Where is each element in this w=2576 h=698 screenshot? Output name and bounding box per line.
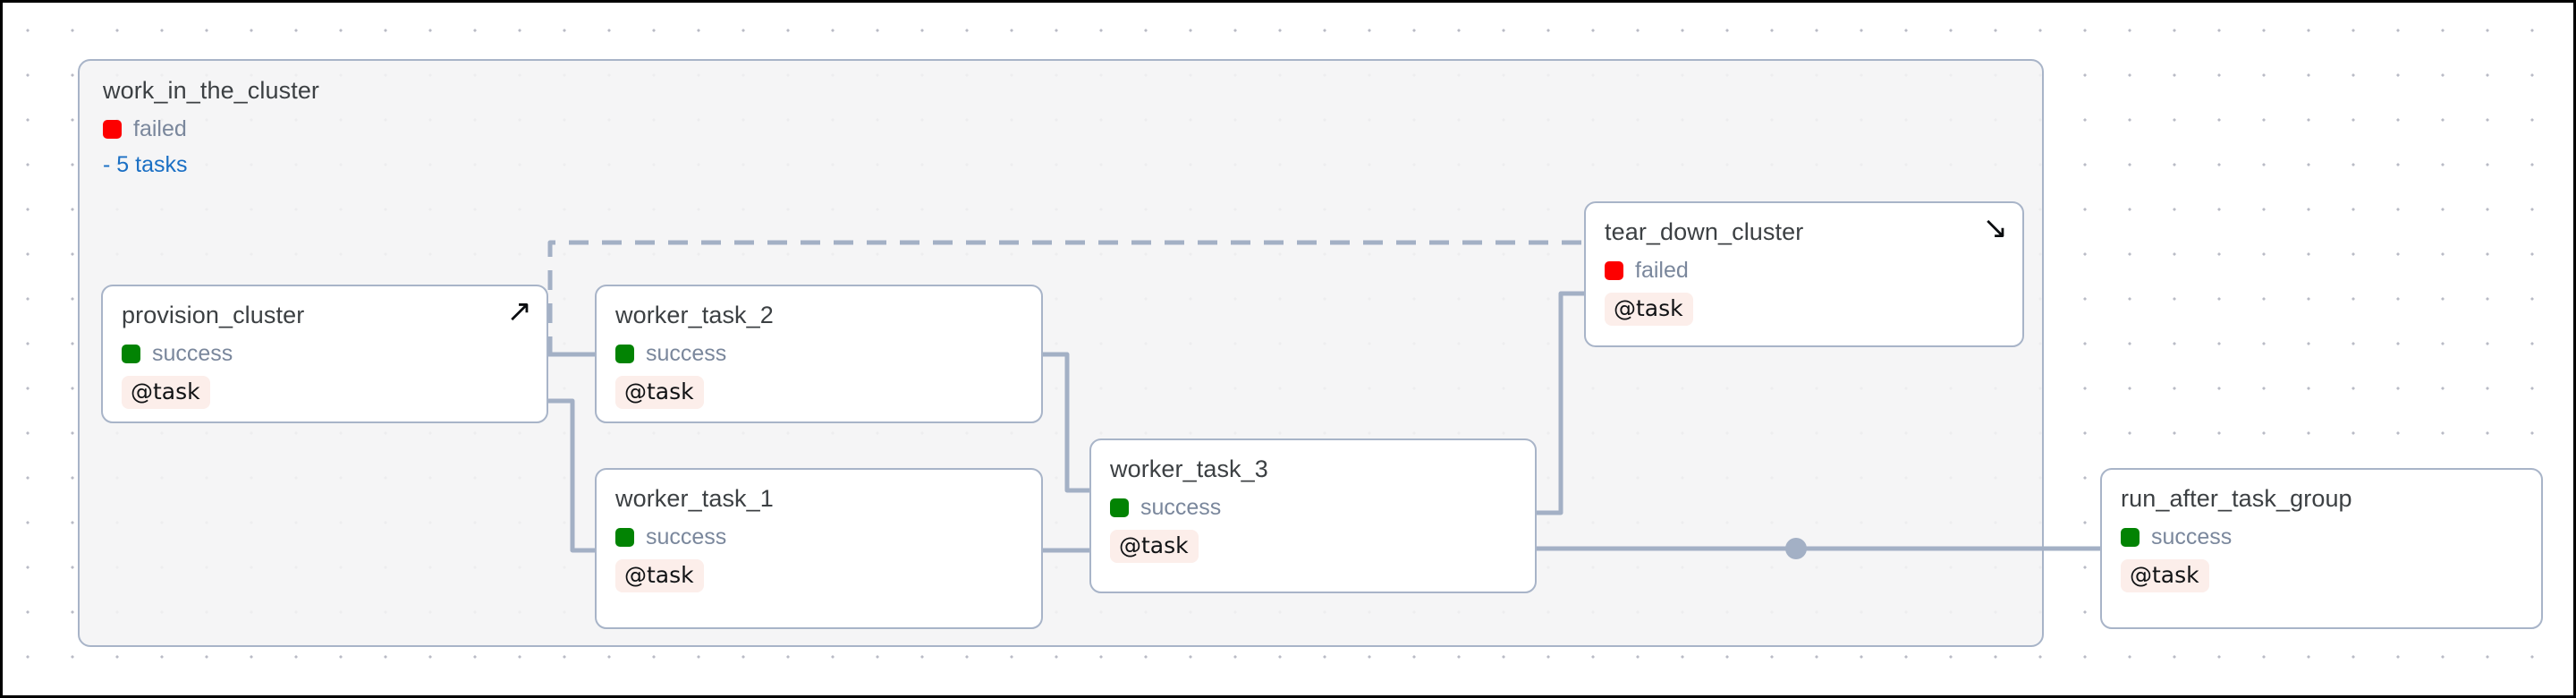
status-success-swatch-icon [1110, 498, 1129, 517]
status-failed-swatch-icon [1605, 261, 1623, 280]
status-failed-swatch-icon [103, 120, 122, 139]
node-operator-badge: @task [1605, 293, 1693, 326]
status-success-swatch-icon [615, 345, 634, 363]
status-success-swatch-icon [2121, 528, 2140, 547]
node-provision-cluster[interactable]: provision_cluster ↗ success @task [101, 285, 548, 423]
node-status-label: success [2151, 524, 2233, 549]
node-operator-badge: @task [615, 376, 704, 409]
node-status-label: success [646, 524, 727, 549]
task-group-status: failed [103, 116, 675, 142]
node-status-label: failed [1635, 258, 1689, 283]
task-group-status-label: failed [133, 116, 187, 141]
node-worker-task-1[interactable]: worker_task_1 success @task [595, 468, 1043, 629]
node-title: worker_task_1 [615, 485, 774, 512]
node-status-label: success [646, 341, 727, 366]
node-status-label: success [152, 341, 233, 366]
task-group-collapse-link[interactable]: - 5 tasks [103, 152, 188, 177]
arrow-up-right-icon[interactable]: ↗ [506, 294, 533, 329]
node-operator-badge: @task [1110, 530, 1199, 563]
status-success-swatch-icon [615, 528, 634, 547]
node-title: worker_task_3 [1110, 455, 1268, 482]
status-success-swatch-icon [122, 345, 140, 363]
node-title: tear_down_cluster [1605, 218, 1804, 245]
node-title: worker_task_2 [615, 302, 774, 328]
node-title: run_after_task_group [2121, 485, 2352, 512]
task-group-header: work_in_the_cluster failed - 5 tasks [103, 77, 675, 178]
node-worker-task-3[interactable]: worker_task_3 success @task [1089, 438, 1537, 593]
arrow-down-right-icon[interactable]: ↘ [1982, 210, 2009, 246]
node-title: provision_cluster [122, 302, 305, 328]
node-run-after-task-group[interactable]: run_after_task_group success @task [2100, 468, 2543, 629]
node-operator-badge: @task [2121, 559, 2209, 592]
node-tear-down-cluster[interactable]: tear_down_cluster ↘ failed @task [1584, 201, 2024, 347]
node-operator-badge: @task [122, 376, 210, 409]
node-operator-badge: @task [615, 559, 704, 592]
node-status-label: success [1140, 495, 1222, 520]
node-worker-task-2[interactable]: worker_task_2 success @task [595, 285, 1043, 423]
task-group-title: work_in_the_cluster [103, 77, 320, 104]
